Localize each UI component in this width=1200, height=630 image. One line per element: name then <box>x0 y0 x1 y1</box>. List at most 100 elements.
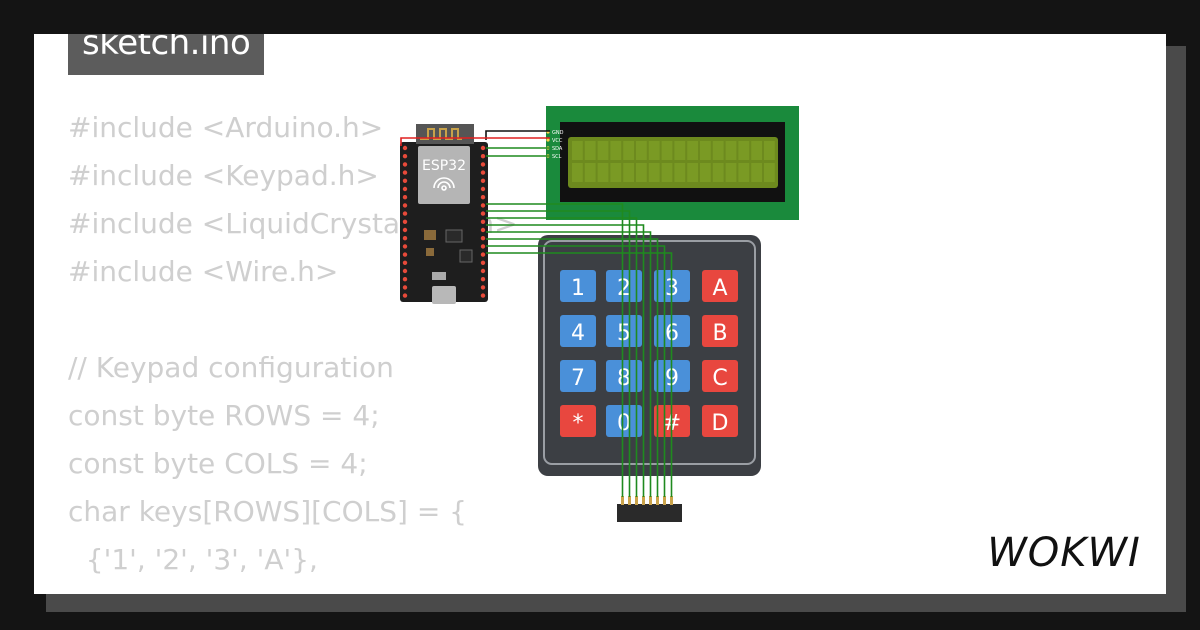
code-line: const byte ROWS = 4; <box>68 399 380 432</box>
lcd-cell <box>764 141 775 160</box>
circuit-diagram: GND VCC SDA SCL ESP32 <box>400 106 799 522</box>
keypad-key[interactable]: 7 <box>560 360 596 392</box>
file-tab[interactable]: sketch.ino <box>68 34 265 75</box>
esp32-pin <box>480 227 486 233</box>
lcd-cell <box>572 163 583 182</box>
esp32-pin <box>402 268 408 274</box>
lcd-cell <box>623 141 634 160</box>
lcd-cell <box>661 163 673 182</box>
lcd-cell <box>623 163 634 182</box>
esp32-pin <box>480 285 486 290</box>
key-cap <box>560 360 596 392</box>
key-label: 0 <box>617 411 631 436</box>
lcd-display[interactable]: GND VCC SDA SCL <box>546 106 799 220</box>
lcd-cell <box>738 141 750 160</box>
lcd-cell <box>648 141 660 160</box>
esp32-pin <box>480 268 486 274</box>
lcd-cell <box>751 163 762 182</box>
connector-pin <box>649 496 652 505</box>
lcd-cell <box>751 141 762 160</box>
key-cap <box>606 270 642 302</box>
usb-port <box>432 286 456 304</box>
antenna-trace <box>420 128 462 140</box>
connector-pin <box>635 496 638 505</box>
key-label: 7 <box>571 366 585 391</box>
keypad-key[interactable]: C <box>702 360 738 392</box>
component <box>459 249 473 263</box>
keypad-key[interactable]: B <box>702 315 738 347</box>
connector-pin <box>642 496 645 505</box>
key-label: * <box>573 411 584 436</box>
esp32-pin <box>402 162 408 167</box>
key-cap <box>702 315 738 347</box>
keypad-connector <box>617 504 682 522</box>
connector-pin <box>670 496 673 505</box>
component <box>424 230 436 240</box>
code-line: {'4', '5', '6', 'B'}, <box>68 584 518 594</box>
code-editor: #include <Arduino.h> #include <Keypad.h>… <box>68 104 518 594</box>
esp32-pin <box>480 203 486 208</box>
esp32-pin <box>402 170 408 175</box>
lcd-cell <box>700 141 711 160</box>
key-cap <box>702 360 738 392</box>
wire-gnd <box>485 130 550 140</box>
preview-card: #include <Arduino.h> #include <Keypad.h>… <box>34 34 1166 594</box>
lcd-cell <box>674 163 686 182</box>
lcd-pin-label: VCC <box>552 138 563 144</box>
file-tab-label: sketch.ino <box>82 34 251 63</box>
component <box>432 272 446 280</box>
keypad-key[interactable]: 5 <box>606 315 642 347</box>
lcd-cell <box>636 163 647 182</box>
esp32-pin <box>480 186 486 192</box>
keypad-key[interactable]: 0 <box>606 405 642 437</box>
esp32-pin <box>480 170 486 175</box>
esp32-pin <box>480 244 486 249</box>
key-label: 1 <box>571 276 585 301</box>
keypad-key[interactable]: * <box>560 405 596 437</box>
esp32-pin <box>402 219 408 224</box>
lcd-cell <box>738 163 750 182</box>
wire-keypad <box>486 238 659 497</box>
lcd-pin-label: SCL <box>552 154 562 160</box>
lcd-cell <box>687 163 698 182</box>
code-line: // Keypad configuration <box>68 351 394 384</box>
lcd-cell <box>712 163 724 182</box>
esp32-board[interactable]: ESP32 <box>400 124 488 304</box>
keypad-key[interactable]: A <box>702 270 738 302</box>
esp32-pin <box>480 145 486 151</box>
keypad-key[interactable]: D <box>702 405 738 437</box>
key-cap <box>560 405 596 437</box>
component <box>445 229 463 243</box>
wokwi-logo-text: WOKWI <box>987 530 1141 576</box>
keypad-key[interactable]: 4 <box>560 315 596 347</box>
lcd-cell <box>597 163 609 182</box>
key-label: D <box>712 411 729 436</box>
keypad-key[interactable]: 8 <box>606 360 642 392</box>
key-label: 4 <box>571 321 585 346</box>
esp32-label: ESP32 <box>422 158 466 174</box>
esp32-pin <box>480 236 486 241</box>
code-line: {'1', '2', '3', 'A'}, <box>68 543 318 576</box>
lcd-cell <box>648 163 660 182</box>
keypad-key[interactable]: 1 <box>560 270 596 302</box>
code-line: #include <Arduino.h> <box>68 111 384 144</box>
lcd-pin-label: SDA <box>552 146 563 152</box>
wire-keypad <box>486 217 638 497</box>
key-label: 5 <box>617 321 631 346</box>
esp32-pin <box>480 277 486 282</box>
wire-keypad <box>486 224 645 497</box>
key-label: 8 <box>617 366 631 391</box>
lcd-cell <box>674 141 686 160</box>
esp32-pin <box>480 219 486 224</box>
lcd-cell <box>687 141 698 160</box>
esp32-pin <box>402 244 408 249</box>
esp32-pin <box>480 293 486 298</box>
key-cap <box>606 360 642 392</box>
keypad-key[interactable]: 2 <box>606 270 642 302</box>
key-label: A <box>712 276 727 301</box>
esp32-pin <box>480 252 486 257</box>
lcd-cell <box>584 141 596 160</box>
key-label: 2 <box>617 276 631 301</box>
connector-pin <box>663 496 666 505</box>
